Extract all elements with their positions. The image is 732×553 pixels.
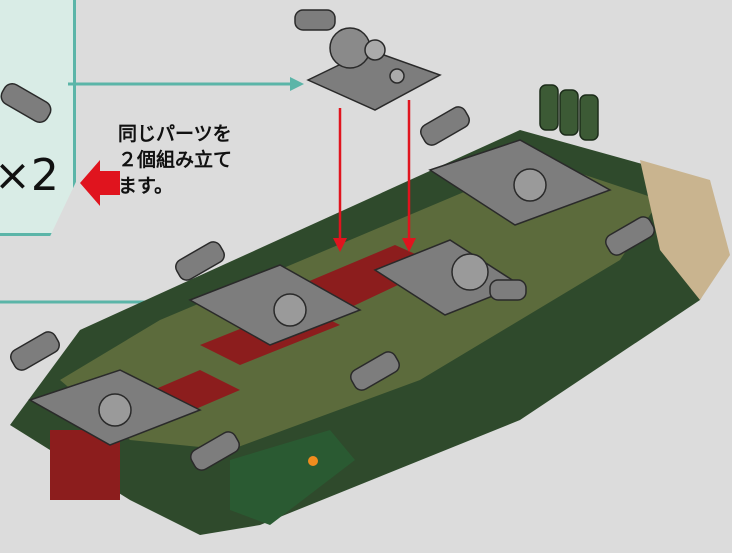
red-arrow-left-icon (80, 160, 120, 206)
grey-assembly-front (10, 331, 240, 471)
quantity-label: ×2 (0, 150, 59, 201)
pin-part-in-callout (0, 83, 52, 123)
floating-sub-assembly (294, 9, 442, 111)
hull-tan-rear (640, 160, 730, 300)
front-slope (230, 430, 355, 525)
leader-arrowhead-top (290, 77, 304, 91)
instruction-text: 同じパーツを ２個組み立て ます。 (118, 123, 233, 197)
grey-assembly-middle (175, 241, 400, 391)
rear-hinge (539, 84, 599, 141)
orange-light-icon (308, 456, 318, 466)
red-drop-arrow-left (333, 238, 347, 252)
red-drop-arrow-right (402, 238, 416, 252)
grey-assembly-placed (373, 239, 527, 316)
grey-assembly-rear (420, 106, 655, 256)
